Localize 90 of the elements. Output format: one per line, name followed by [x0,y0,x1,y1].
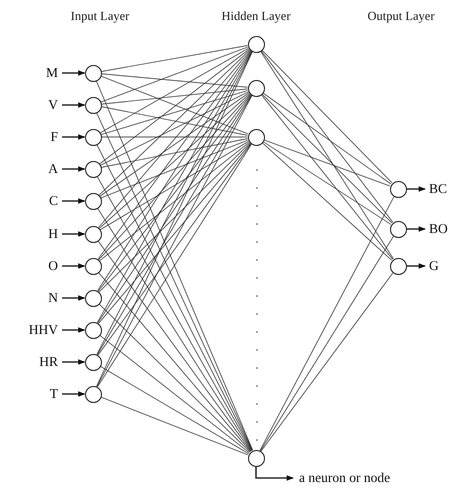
connection-line [99,334,250,454]
connection-line [98,142,250,292]
connection-line [101,73,248,88]
node-label: BC [425,181,455,197]
arrow [406,226,426,232]
connection-line [260,94,394,260]
layer-heading: Hidden Layer [220,9,292,24]
node-label: H [26,226,62,242]
node-label: O [26,258,62,274]
connection-line [101,136,248,138]
connection-line [100,366,250,454]
neuron-circle [84,64,102,82]
neuron-circle [84,128,102,146]
neuron-circle [84,354,102,370]
neuron-circle [390,258,406,274]
connection-line [260,50,394,260]
connection-line [260,50,394,223]
arrow [62,166,86,172]
connection-line [100,46,248,102]
arrow [406,186,426,192]
neuron-circle [84,96,102,114]
arrow [406,263,426,269]
node-label: HR [26,354,62,370]
neuron-circle [248,36,264,52]
connection-line [260,236,394,452]
connection-line [262,142,392,261]
connection-line [100,396,248,456]
connection-line [100,140,248,198]
connection-line [100,90,248,135]
connection-line [98,93,250,229]
neuron-circle [84,290,102,306]
connection-line [98,94,251,260]
connection-line [100,141,250,230]
connection-line [100,91,249,166]
connection-line [262,94,392,224]
connection-line [98,50,251,228]
node-label: a neuron or node [295,470,415,486]
neuron-circle [84,322,102,338]
connection-line [262,141,392,225]
connection-line [98,50,250,196]
connection-line [98,143,251,324]
connection-line [101,138,248,168]
connection-line [99,48,250,164]
arrow [62,102,86,108]
arrow [62,263,86,269]
neuron-circle [84,386,102,402]
layer-heading: Input Layer [70,9,130,24]
neuron-circle [84,192,102,210]
connection-line [99,142,250,262]
node-label: F [26,129,62,145]
arrow [62,198,86,204]
neuron-circle [84,226,102,242]
connection-line [264,140,390,186]
connection-line [100,92,250,196]
node-label: C [26,193,62,209]
neuron-circle [390,220,406,238]
neuron-circle [248,450,264,466]
connection-line [101,88,248,104]
node-label: BO [425,221,455,237]
arrow [255,466,294,481]
connection-line [101,106,248,136]
arrow [62,231,86,237]
arrow [62,327,86,333]
neuron-circle [390,180,406,198]
node-label: T [26,386,62,402]
connection-line [260,196,394,451]
node-label: V [26,97,62,113]
layer-heading: Output Layer [366,9,436,24]
connection-line [100,48,249,134]
arrow [62,295,86,301]
arrow [62,391,86,397]
node-label: G [425,258,455,274]
connection-line [100,76,248,134]
node-label: HHV [26,322,62,338]
connection-line [101,45,248,72]
arrow [62,359,86,365]
arrow [62,134,86,140]
connection-line [262,50,392,184]
neuron-circle [84,258,102,274]
node-label: M [26,65,62,81]
arrow [62,70,86,76]
neuron-circle [248,128,264,146]
node-label: A [26,161,62,177]
neuron-circle [248,80,264,96]
connection-line [98,304,250,452]
node-label: N [26,290,62,306]
neuron-circle [84,160,102,178]
connection-line [260,272,394,452]
connection-line [98,272,251,452]
connection-line [262,92,392,184]
